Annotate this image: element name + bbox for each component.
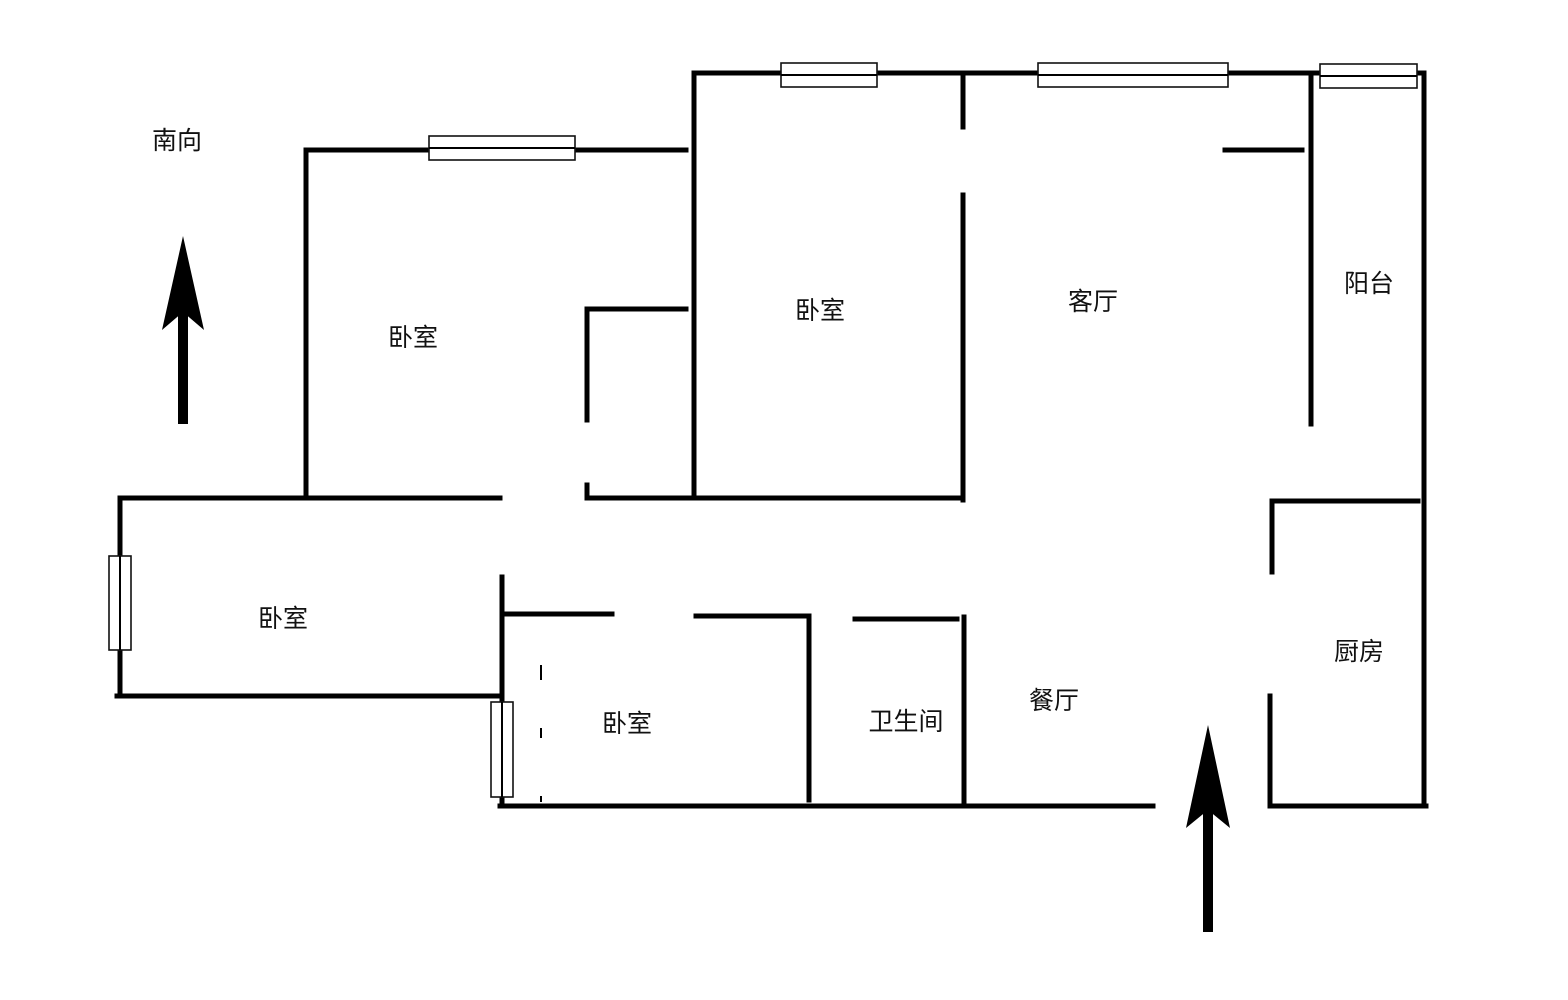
room-label-kitchen: 厨房 (1333, 637, 1385, 666)
room-label-balcony: 阳台 (1343, 269, 1395, 298)
entrance-arrow (1186, 725, 1230, 932)
window-nw-bedroom (428, 135, 576, 161)
orientation-label: 南向 (151, 126, 203, 155)
window-balcony (1319, 63, 1418, 89)
room-label-living-room: 客厅 (1067, 287, 1119, 316)
window-west-bedroom (108, 555, 132, 651)
room-label-bedroom-south: 卧室 (601, 709, 653, 738)
room-label-bedroom-northwest: 卧室 (387, 323, 439, 352)
room-label-bedroom-north: 卧室 (794, 296, 846, 325)
room-label-bathroom: 卫生间 (868, 707, 944, 736)
room-label-bedroom-west: 卧室 (257, 604, 309, 633)
windows (108, 62, 1418, 798)
window-south-bedroom (490, 701, 514, 798)
room-label-dining-room: 餐厅 (1028, 686, 1080, 715)
window-north-bedroom (780, 62, 878, 88)
walls (114, 70, 1429, 809)
window-living-room (1037, 62, 1229, 88)
south-orientation-arrow (162, 236, 204, 424)
